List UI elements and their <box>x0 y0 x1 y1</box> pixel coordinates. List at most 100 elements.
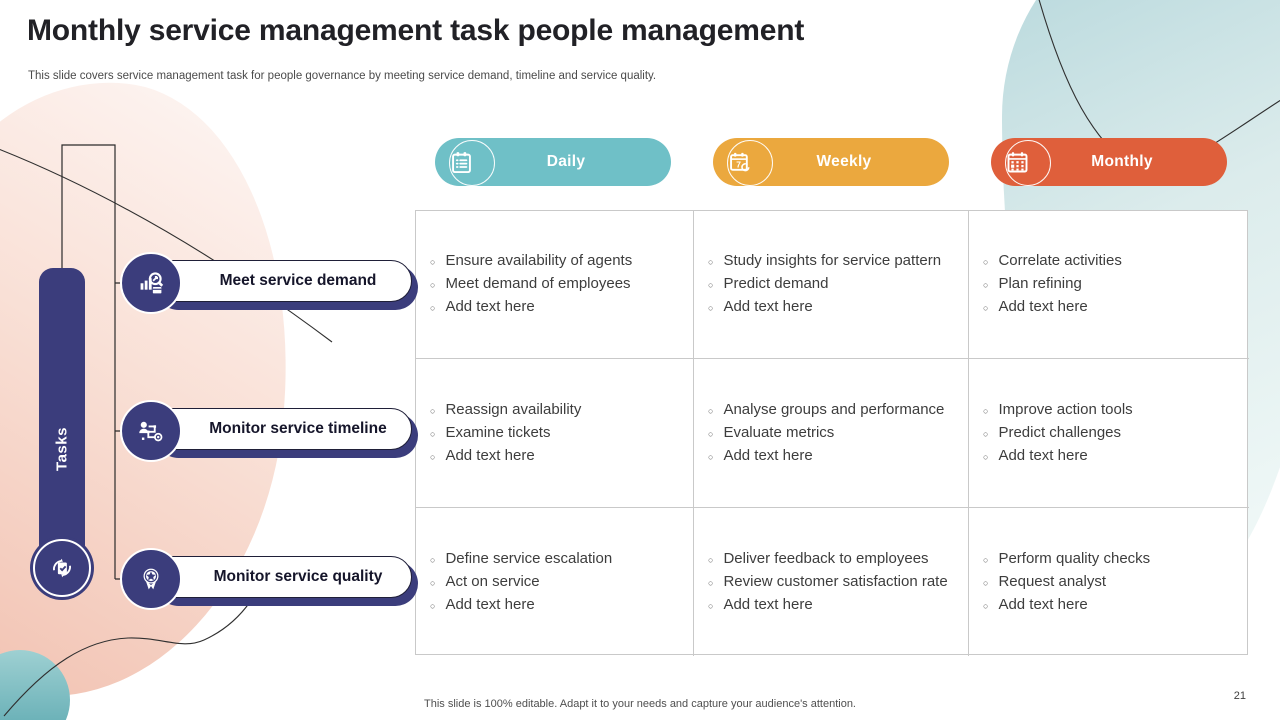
task-item-text: Improve action tools <box>998 400 1133 418</box>
open-circle-bullet <box>706 572 723 593</box>
task-row-quality: Monitor service quality <box>120 548 430 610</box>
open-circle-bullet <box>706 297 723 318</box>
task-item: Add text here <box>981 297 1243 318</box>
tasks-table: Ensure availability of agents Meet deman… <box>415 210 1249 656</box>
task-pill-label: Monitor service quality <box>150 556 412 598</box>
task-item: Add text here <box>428 297 687 318</box>
task-item-text: Reassign availability <box>445 400 582 418</box>
task-item-text: Add text here <box>998 595 1088 613</box>
person-flowchart-icon <box>120 400 182 462</box>
task-item: Review customer satisfaction rate <box>706 572 962 593</box>
open-circle-bullet <box>428 572 445 593</box>
task-item: Request analyst <box>981 572 1243 593</box>
award-ribbon-icon <box>120 548 182 610</box>
cell-r1-c2: Improve action tools Predict challenges … <box>969 359 1249 508</box>
open-circle-bullet <box>706 423 723 444</box>
tasks-axis-label: Tasks <box>53 426 71 471</box>
task-item: Add text here <box>706 446 962 467</box>
clipboard-list-icon <box>440 140 495 186</box>
task-item: Correlate activities <box>981 251 1243 272</box>
task-item: Study insights for service pattern <box>706 251 962 272</box>
task-item: Ensure availability of agents <box>428 251 687 272</box>
open-circle-bullet <box>981 251 998 272</box>
task-item: Act on service <box>428 572 687 593</box>
cell-r0-c1: Study insights for service pattern Predi… <box>694 211 969 359</box>
page-title: Monthly service management task people m… <box>27 14 805 47</box>
task-item: Deliver feedback to employees <box>706 549 962 570</box>
cell-r1-c1: Analyse groups and performance Evaluate … <box>694 359 969 508</box>
calendar-grid-icon <box>996 140 1051 186</box>
open-circle-bullet <box>428 251 445 272</box>
page-subtitle: This slide covers service management tas… <box>28 70 657 82</box>
task-item-text: Add text here <box>998 298 1088 315</box>
task-item-text: Analyse groups and performance <box>723 400 945 418</box>
cell-r0-c0: Ensure availability of agents Meet deman… <box>416 211 694 359</box>
open-circle-bullet <box>706 549 723 570</box>
open-circle-bullet <box>428 400 445 421</box>
column-label: Monthly <box>1091 153 1153 170</box>
task-row-timeline: Monitor service timeline <box>120 400 430 462</box>
task-item-text: Review customer satisfaction rate <box>723 572 948 590</box>
search-trend-icon <box>120 252 182 314</box>
task-item-text: Add text here <box>445 595 535 613</box>
page-number: 21 <box>1233 690 1246 702</box>
open-circle-bullet <box>428 297 445 318</box>
task-item-text: Define service escalation <box>445 549 613 567</box>
task-item: Meet demand of employees <box>428 274 687 295</box>
task-item: Plan refining <box>981 274 1243 295</box>
task-item-text: Act on service <box>445 572 540 590</box>
task-item: Perform quality checks <box>981 549 1243 570</box>
cell-r2-c1: Deliver feedback to employees Review cus… <box>694 508 969 656</box>
task-item: Add text here <box>981 595 1243 616</box>
task-item-text: Examine tickets <box>445 423 551 441</box>
open-circle-bullet <box>428 549 445 570</box>
task-row-demand: Meet service demand <box>120 252 430 314</box>
footer-note: This slide is 100% editable. Adapt it to… <box>424 698 856 710</box>
task-item-text: Add text here <box>998 446 1088 464</box>
task-item: Predict demand <box>706 274 962 295</box>
task-item: Add text here <box>981 446 1243 467</box>
task-item-text: Meet demand of employees <box>445 275 631 292</box>
open-circle-bullet <box>706 400 723 421</box>
task-item: Add text here <box>706 595 962 616</box>
tasks-axis-bar: Tasks <box>39 268 85 580</box>
task-pill-label: Monitor service timeline <box>150 408 412 450</box>
open-circle-bullet <box>981 400 998 421</box>
task-item: Define service escalation <box>428 549 687 570</box>
task-item: Analyse groups and performance <box>706 400 962 421</box>
task-item-text: Correlate activities <box>998 252 1122 269</box>
open-circle-bullet <box>981 297 998 318</box>
task-item-text: Predict challenges <box>998 423 1122 441</box>
task-item: Add text here <box>706 297 962 318</box>
task-item-text: Perform quality checks <box>998 549 1151 567</box>
svg-text:7: 7 <box>736 159 741 169</box>
open-circle-bullet <box>981 274 998 295</box>
open-circle-bullet <box>428 423 445 444</box>
open-circle-bullet <box>981 572 998 593</box>
task-item-text: Add text here <box>723 446 813 464</box>
task-item: Examine tickets <box>428 423 687 444</box>
task-item-text: Predict demand <box>723 275 829 292</box>
task-item-text: Add text here <box>445 446 535 464</box>
column-pill-monthly: Monthly <box>991 138 1227 186</box>
task-item: Evaluate metrics <box>706 423 962 444</box>
task-item-text: Plan refining <box>998 275 1082 292</box>
task-item-text: Request analyst <box>998 572 1107 590</box>
task-item-text: Study insights for service pattern <box>723 252 942 269</box>
calendar-week-7-icon: 7 <box>718 140 773 186</box>
cell-r1-c0: Reassign availability Examine tickets Ad… <box>416 359 694 508</box>
column-label: Weekly <box>816 153 872 170</box>
open-circle-bullet <box>706 251 723 272</box>
task-item: Reassign availability <box>428 400 687 421</box>
task-item: Add text here <box>428 446 687 467</box>
open-circle-bullet <box>981 595 998 616</box>
open-circle-bullet <box>428 446 445 467</box>
open-circle-bullet <box>981 549 998 570</box>
task-pill-label: Meet service demand <box>150 260 412 302</box>
task-item: Improve action tools <box>981 400 1243 421</box>
task-item: Add text here <box>428 595 687 616</box>
cell-r0-c2: Correlate activities Plan refining Add t… <box>969 211 1249 359</box>
open-circle-bullet <box>706 274 723 295</box>
task-item-text: Ensure availability of agents <box>445 252 633 269</box>
